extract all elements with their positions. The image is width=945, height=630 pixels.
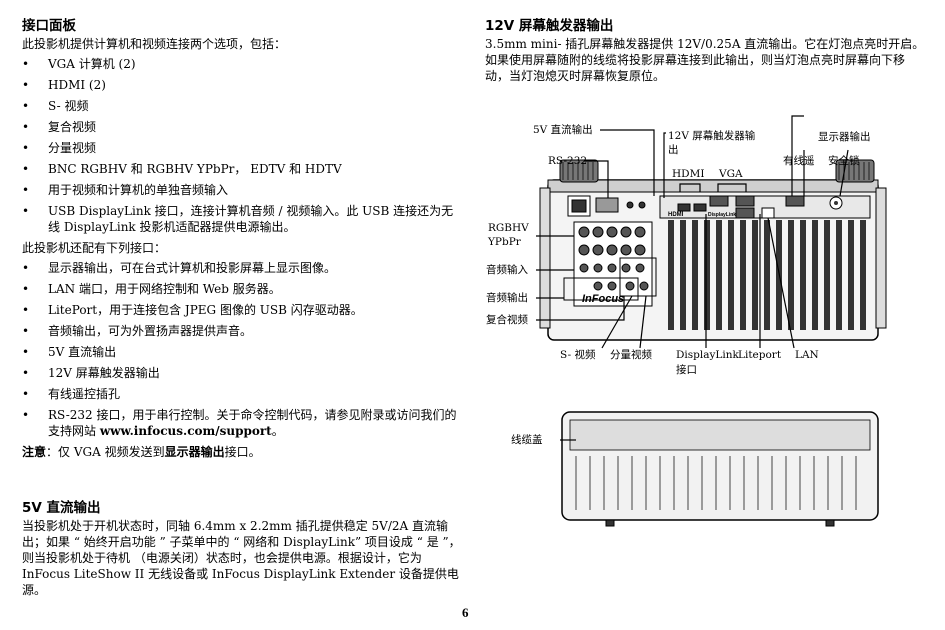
label-5v-dc-out: 5V 直流输出 — [533, 124, 593, 136]
note-label: 注意 — [22, 445, 47, 459]
list-item: VGA 计算机 (2) — [22, 56, 462, 72]
label-ypbpr: YPbPr — [488, 236, 521, 248]
label-liteport: Liteport — [738, 349, 782, 361]
list-item: 有线遥控插孔 — [22, 386, 462, 402]
label-12v-trigger-2: 出 — [668, 144, 679, 156]
label-wired-remote: 有线遥 — [783, 155, 815, 167]
label-displaylink-2: 接口 — [676, 364, 697, 376]
list-item: LAN 端口，用于网络控制和 Web 服务器。 — [22, 281, 462, 297]
rs232-text: RS-232 接口，用于串行控制。关于命令控制代码，请参见附录或访问我们的支持网… — [48, 408, 457, 438]
list-item: 5V 直流输出 — [22, 344, 462, 360]
list-item: 复合视频 — [22, 119, 462, 135]
label-rgbhv: RGBHV — [488, 222, 529, 234]
label-lan: LAN — [795, 349, 819, 361]
list-item: 显示器输出，可在台式计算机和投影屏幕上显示图像。 — [22, 260, 462, 276]
label-vga: VGA — [719, 168, 743, 180]
note-text-1: ：仅 VGA 视频发送到 — [46, 445, 165, 459]
brand-mark: InFocus — [582, 293, 624, 305]
label-component: 分量视频 — [610, 349, 652, 361]
panel-body — [539, 159, 887, 341]
list-item: USB DisplayLink 接口，连接计算机音频 / 视频输入。此 USB … — [22, 203, 462, 235]
label-displaylink: DisplayLink — [676, 349, 739, 361]
label-cable-cover: 线缆盖 — [511, 434, 543, 446]
note: 注意：仅 VGA 视频发送到显示器输出接口。 — [22, 444, 462, 460]
list-item: 用于视频和计算机的单独音频输入 — [22, 182, 462, 198]
right-column: 12V 屏幕触发器输出 3.5mm mini- 插孔屏幕触发器提供 12V/0.… — [485, 18, 925, 84]
cable-cover — [560, 411, 879, 527]
rs232-tail: 。 — [271, 424, 284, 438]
left-column: 接口面板 此投影机提供计算机和视频连接两个选项，包括： VGA 计算机 (2) … — [22, 18, 462, 460]
list-item: HDMI (2) — [22, 77, 462, 93]
section-title-5v: 5V 直流输出 — [22, 500, 101, 516]
also-intro-text: 此投影机还配有下列接口： — [22, 241, 167, 255]
label-security-lock: 安全锁 — [828, 155, 860, 167]
support-link[interactable]: www.infocus.com/support — [99, 424, 272, 438]
label-composite: 复合视频 — [486, 314, 528, 326]
input-list: VGA 计算机 (2) HDMI (2) S- 视频 复合视频 分量视频 BNC… — [22, 56, 462, 235]
note-text-2: 接口。 — [224, 445, 261, 459]
label-rs232: RS-232 — [548, 155, 588, 167]
intro-text: 此投影机提供计算机和视频连接两个选项，包括： — [22, 37, 287, 51]
list-item: BNC RGBHV 和 RGBHV YPbPr， EDTV 和 HDTV — [22, 161, 462, 177]
label-monitor-out: 显示器输出 — [818, 131, 871, 143]
section-title-connector-panel: 接口面板 — [22, 18, 76, 34]
list-item: RS-232 接口，用于串行控制。关于命令控制代码，请参见附录或访问我们的支持网… — [22, 407, 462, 439]
label-audio-out: 音频输出 — [486, 292, 528, 304]
label-12v-trigger: 12V 屏幕触发器输 — [668, 130, 756, 142]
callout-lines — [536, 115, 849, 349]
label-audio-in: 音频输入 — [486, 264, 528, 276]
list-item: 分量视频 — [22, 140, 462, 156]
page-number: 6 — [462, 605, 469, 620]
label-svideo: S- 视频 — [560, 349, 596, 361]
hdmi-mark: HDMI — [668, 212, 684, 218]
list-item: S- 视频 — [22, 98, 462, 114]
displaylink-mark: DisplayLink — [708, 212, 736, 218]
output-list: 显示器输出，可在台式计算机和投影屏幕上显示图像。 LAN 端口，用于网络控制和 … — [22, 260, 462, 439]
dc5v-text: 当投影机处于开机状态时，同轴 6.4mm x 2.2mm 插孔提供稳定 5V/2… — [22, 519, 461, 597]
list-item: 音频输出，可为外置扬声器提供声音。 — [22, 323, 462, 339]
list-item: 12V 屏幕触发器输出 — [22, 365, 462, 381]
dc5v-section: 5V 直流输出 当投影机处于开机状态时，同轴 6.4mm x 2.2mm 插孔提… — [22, 500, 462, 598]
label-hdmi: HDMI — [672, 168, 705, 180]
trigger-text: 3.5mm mini- 插孔屏幕触发器提供 12V/0.25A 直流输出。它在灯… — [485, 37, 925, 83]
list-item: LitePort，用于连接包含 JPEG 图像的 USB 闪存驱动器。 — [22, 302, 462, 318]
note-bold: 显示器输出 — [164, 445, 225, 459]
section-title-12v: 12V 屏幕触发器输出 — [485, 18, 614, 34]
